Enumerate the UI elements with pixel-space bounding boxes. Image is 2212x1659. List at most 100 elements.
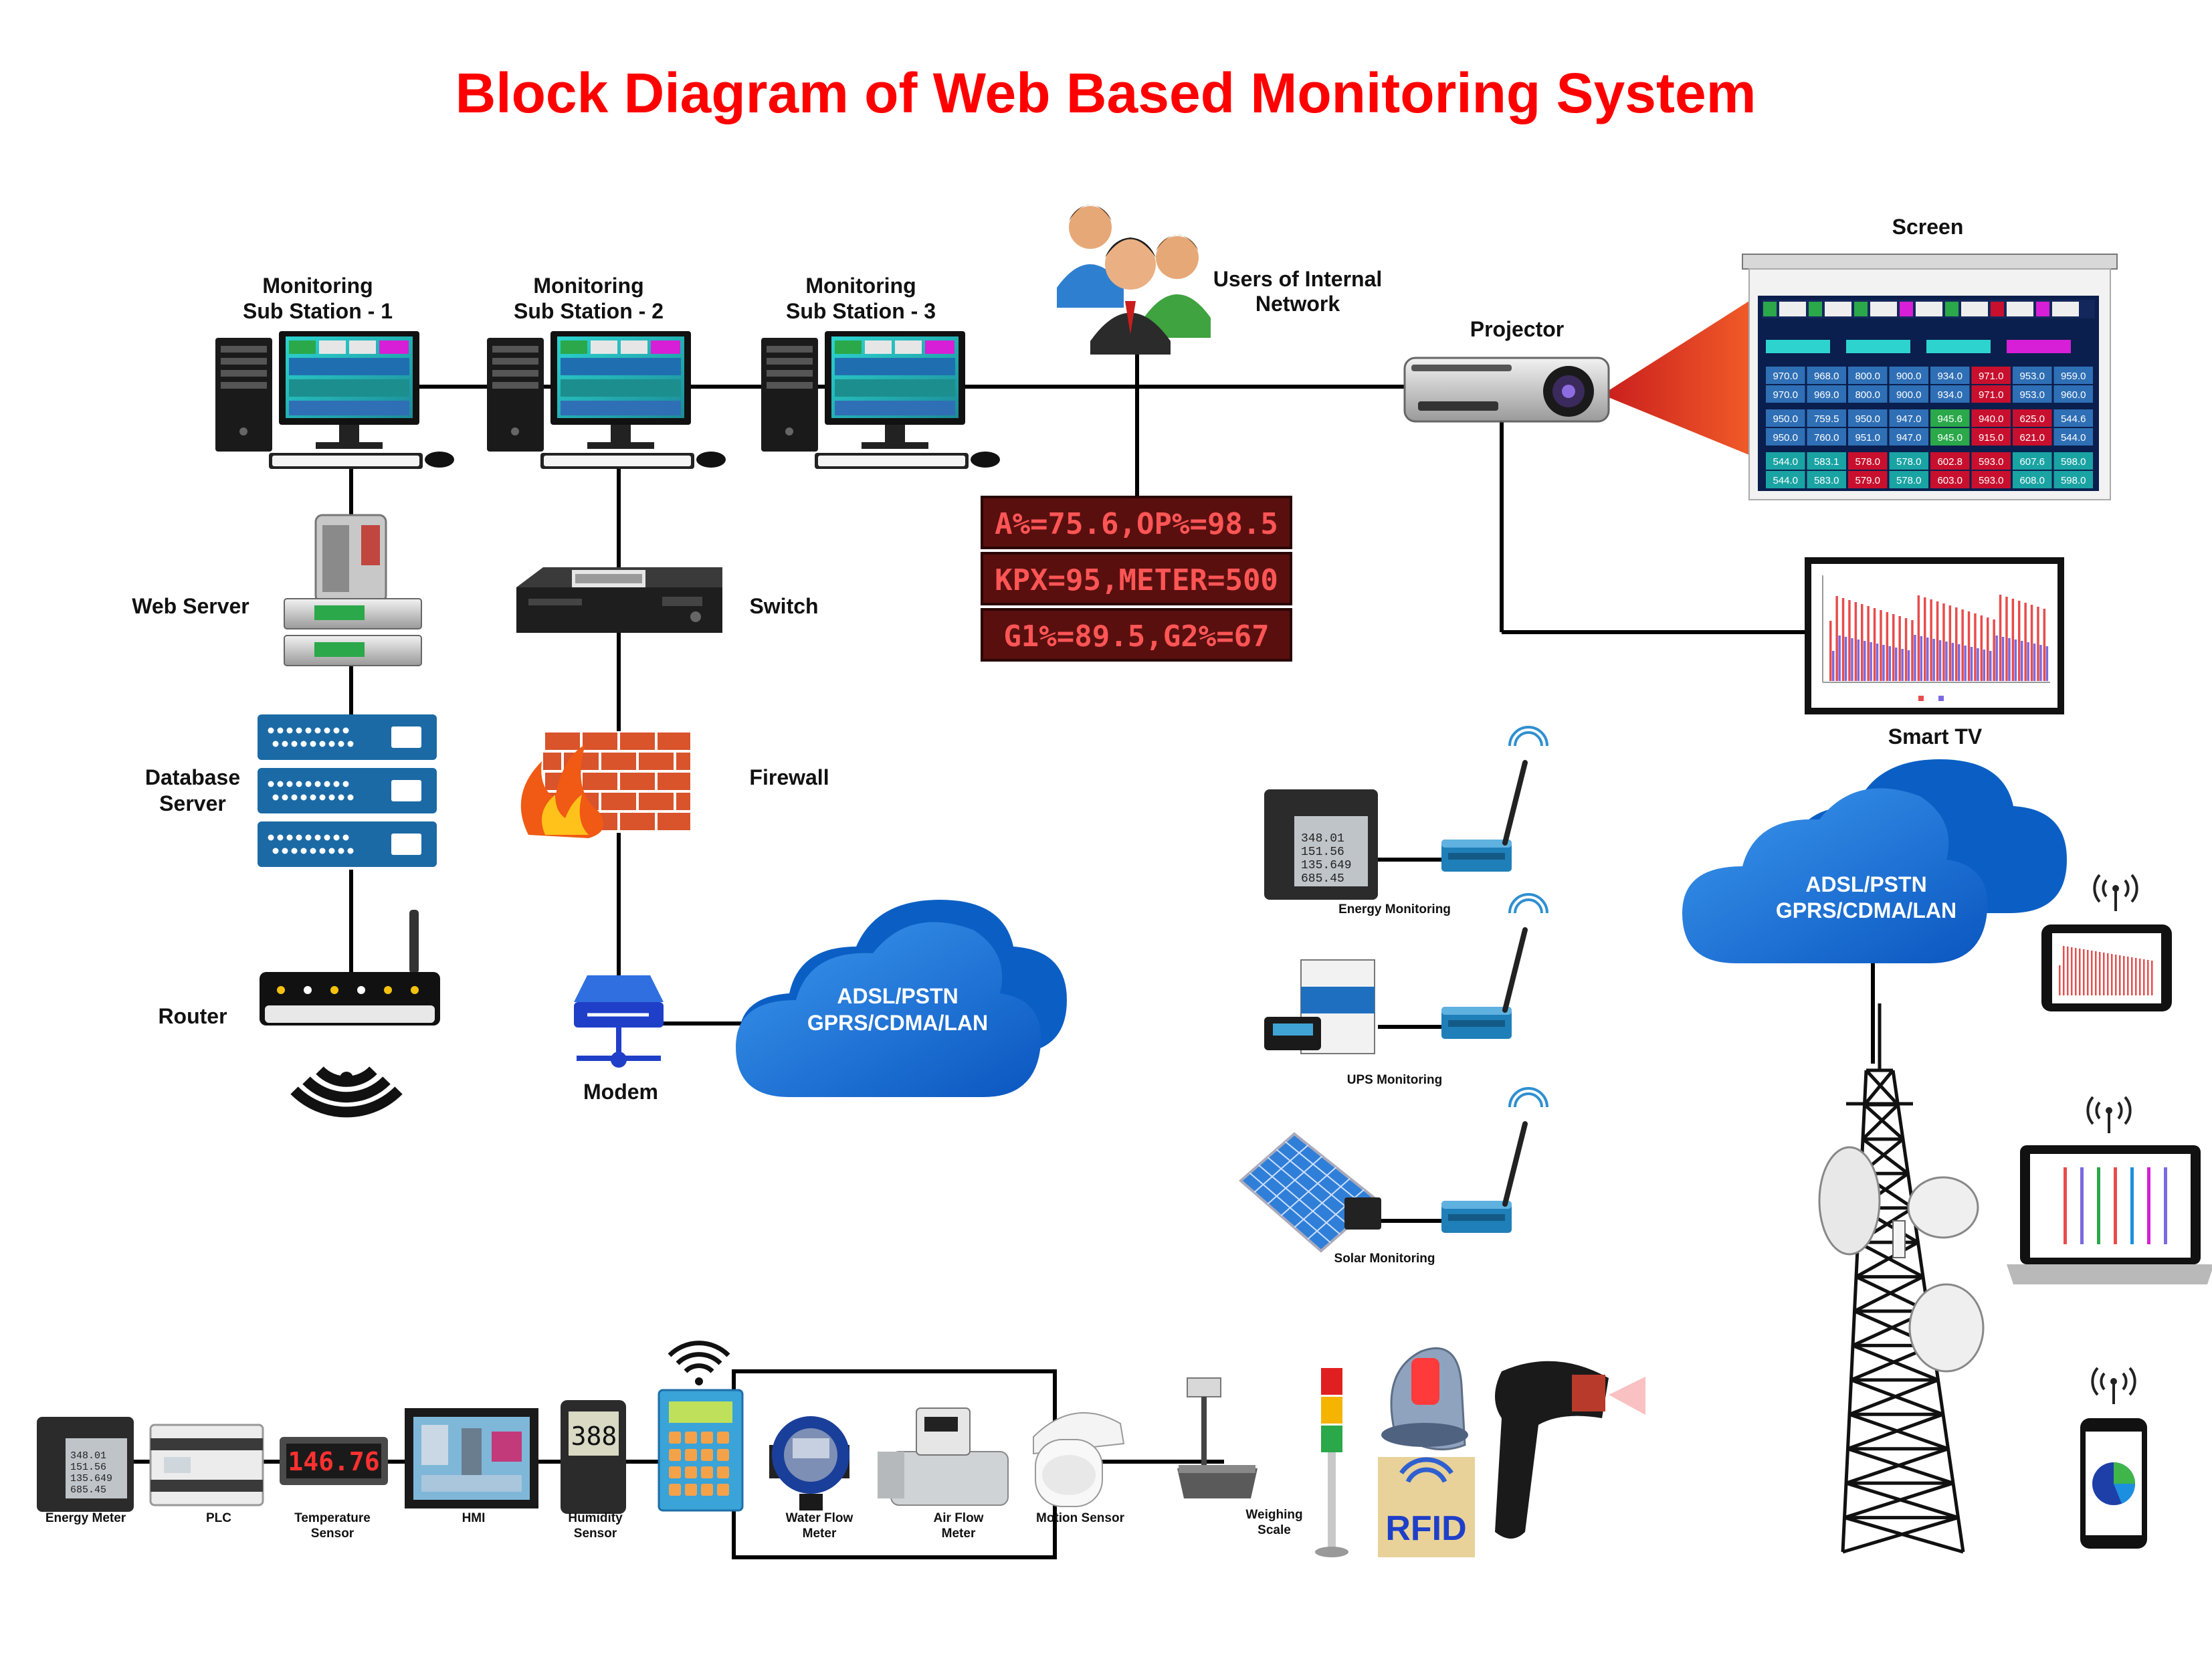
chart-bar [1961, 609, 1964, 681]
chart-bar [1870, 642, 1872, 681]
server-led [347, 848, 354, 854]
table-cell [1848, 428, 1888, 446]
tower-brace [1863, 1069, 1894, 1106]
rfid-icon: RFID [1378, 1457, 1475, 1557]
energy-meter-icon: 348.01 151.56 135.649 685.45 [37, 1417, 134, 1512]
desktop-pc-icon [487, 331, 726, 469]
chart-bar [1917, 595, 1920, 681]
server-led [272, 794, 279, 801]
chart-bar [1977, 648, 1979, 681]
chart-bar [2039, 645, 2042, 681]
table-cell-value: 968.0 [1814, 371, 1839, 382]
server-led [300, 848, 307, 854]
solar-monitoring-unit: Solar Monitoring [1238, 1088, 1547, 1266]
server-led [296, 727, 302, 734]
table-cell-value: 900.0 [1896, 389, 1922, 401]
cloud-label-line2: GPRS/CDMA/LAN [807, 1011, 988, 1035]
keypad-key [717, 1432, 729, 1444]
station-1: Monitoring Sub Station - 1 [215, 274, 454, 469]
station-label-line1: Monitoring [262, 274, 373, 298]
chart-bar [2024, 603, 2027, 681]
keypad-key [717, 1466, 729, 1478]
web-server-icon [284, 514, 422, 666]
tower-brace [1863, 1103, 1904, 1141]
table-cell [1889, 471, 1928, 488]
server-led [282, 741, 288, 747]
keypad-key [701, 1449, 713, 1461]
panel-line [1267, 1155, 1323, 1205]
cloud-label-line1: ADSL/PSTN [837, 984, 958, 1008]
table-cell-value: 915.0 [1979, 432, 2004, 444]
chart-bar [1936, 601, 1939, 681]
table-cell-value: 950.0 [1773, 413, 1798, 425]
server-unit [258, 714, 437, 760]
router-led [411, 986, 419, 994]
brick [639, 753, 674, 770]
screen-label: Screen [1892, 215, 1964, 239]
firewall-icon [520, 731, 690, 838]
meter-reading: 348.01 [70, 1450, 106, 1462]
chart-bar [1951, 643, 1954, 681]
table-cell [1930, 452, 1970, 470]
table-cell [2013, 385, 2052, 403]
chart-bar [1924, 597, 1926, 681]
server-led [272, 741, 279, 747]
chart-bar [2151, 961, 2153, 995]
chart-bar [1964, 646, 1967, 681]
tower-brace [1847, 1412, 1944, 1451]
server-led [338, 741, 344, 747]
data-logger-icon [658, 1389, 744, 1512]
router-port-label: 3 [381, 1030, 387, 1040]
chart-bar [2087, 950, 2089, 995]
keypad-key [717, 1449, 729, 1461]
chart-bar [2008, 638, 2011, 681]
brick [639, 793, 674, 810]
table-cell-value: 951.0 [1855, 432, 1880, 444]
chart-bar [1999, 595, 2002, 681]
tower-brace [1862, 1137, 1910, 1175]
chart-bar [1861, 604, 1864, 681]
chart-bar [1888, 646, 1892, 681]
station-label-line2: Sub Station - 1 [243, 299, 393, 323]
table-cell [1930, 471, 1970, 488]
device-label: Energy Meter [45, 1511, 126, 1525]
table-cell [1807, 452, 1846, 470]
router-port-label: 4 [398, 1030, 403, 1040]
table-cell-value: 960.0 [2061, 389, 2086, 401]
chart-bar [1938, 640, 1942, 681]
router-led [384, 986, 392, 994]
air-flow-meter-icon [878, 1407, 1009, 1506]
table-cell [1971, 409, 2011, 427]
table-cell-value: 578.0 [1855, 456, 1880, 468]
chart-bar [1974, 613, 1977, 681]
tower-brace [1853, 1275, 1924, 1313]
table-cell [1889, 452, 1928, 470]
tower-brace [1865, 1069, 1900, 1106]
wifi-icon [668, 1341, 730, 1385]
brick [658, 773, 690, 790]
table-cell [1766, 367, 1805, 384]
server-led [314, 834, 321, 841]
panel-line [1294, 1177, 1350, 1228]
chart-bar [1848, 600, 1851, 681]
table-cell [1766, 409, 1805, 427]
server-led [328, 741, 335, 747]
cloud-label-line2: GPRS/CDMA/LAN [1776, 898, 1956, 922]
cloud-icon [1682, 759, 2067, 963]
table-cell [1889, 428, 1928, 446]
device-label: Motion Sensor [1036, 1511, 1125, 1525]
chart-bar [2043, 609, 2046, 681]
brick [658, 813, 690, 830]
server-led [305, 834, 312, 841]
table-cell [2013, 428, 2052, 446]
chart-bar [1854, 602, 1857, 681]
chart-bar [1932, 639, 1935, 681]
server-led [291, 741, 298, 747]
table-cell-value: 971.0 [1979, 389, 2004, 401]
device-label: Humidity [568, 1511, 623, 1525]
table-cell-value: 934.0 [1937, 389, 1963, 401]
table-cell-value: 953.0 [2019, 371, 2045, 382]
solar-panel-icon [1238, 1132, 1381, 1253]
chart-bar [2030, 605, 2033, 681]
table-cell-value: 607.6 [2019, 456, 2045, 468]
